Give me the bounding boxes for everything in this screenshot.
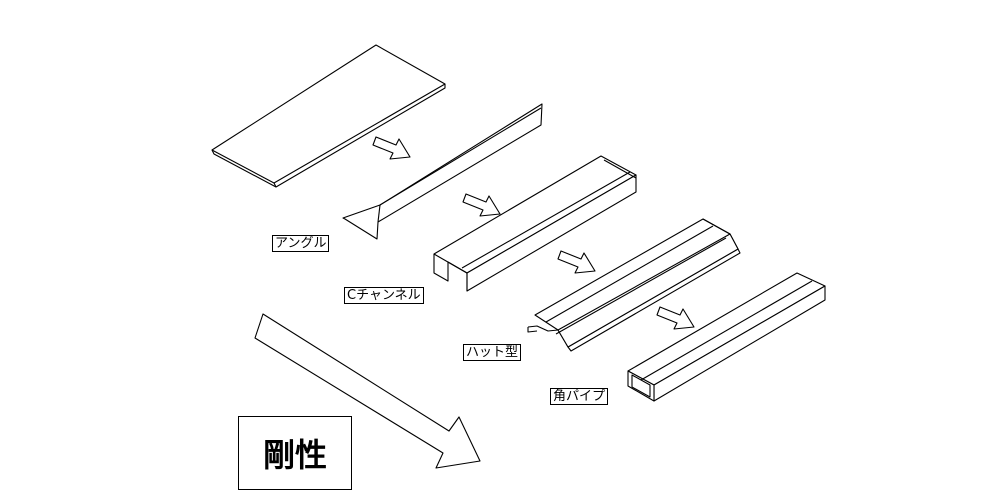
rigidity-label: 剛性 bbox=[262, 436, 327, 474]
square-pipe-label: 角パイプ bbox=[550, 388, 609, 405]
hat-shape bbox=[527, 218, 741, 352]
angle-shape bbox=[342, 103, 543, 240]
rigidity-arrow bbox=[254, 313, 481, 469]
rigidity-box: 剛性 bbox=[238, 416, 352, 490]
flat-sheet-shape bbox=[211, 44, 446, 188]
square-pipe-shape bbox=[627, 272, 826, 402]
process-arrow-2 bbox=[462, 193, 501, 217]
process-arrow-1 bbox=[372, 136, 411, 160]
hat-label: ハット型 bbox=[463, 344, 522, 361]
process-arrow-3 bbox=[557, 250, 596, 274]
c-channel-shape bbox=[433, 155, 637, 292]
angle-label: アングル bbox=[272, 235, 330, 252]
process-arrow-4 bbox=[656, 306, 695, 330]
c-channel-label: Cチャンネル bbox=[344, 287, 424, 304]
